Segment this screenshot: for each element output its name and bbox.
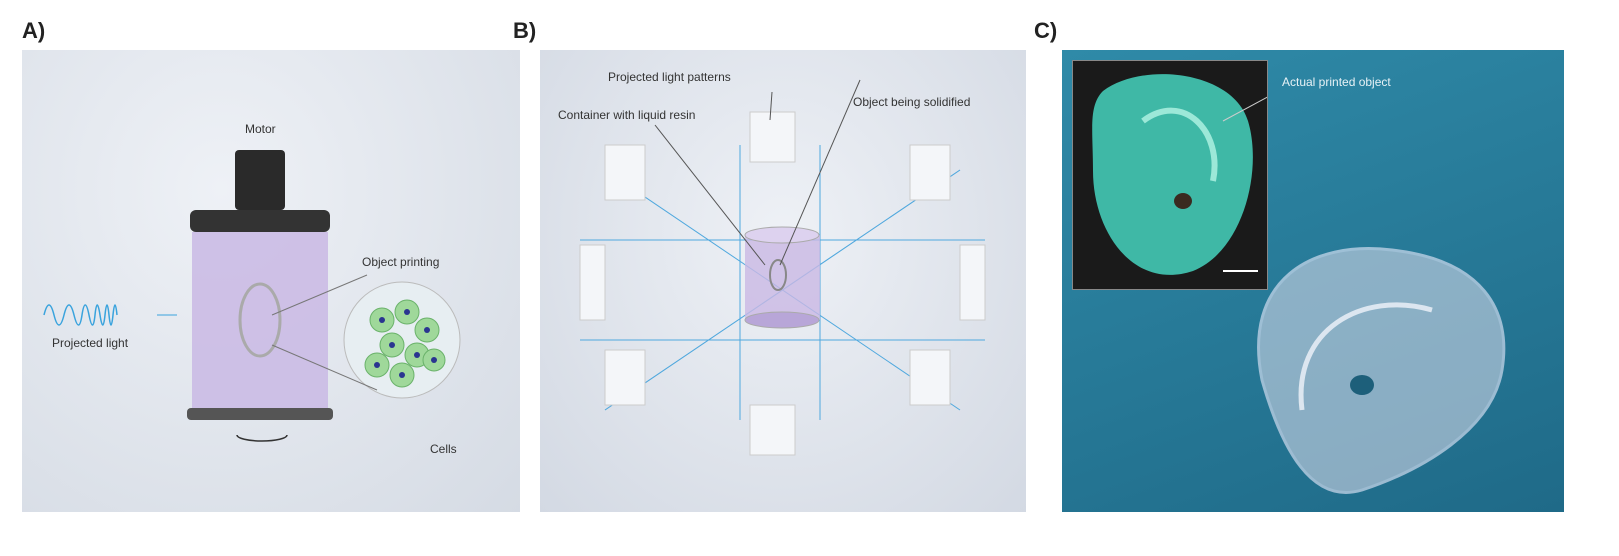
rotation-arrow-icon bbox=[236, 434, 288, 442]
object-printing-label: Object printing bbox=[362, 255, 440, 269]
printed-ear-photo bbox=[1257, 247, 1506, 494]
actual-printed-label: Actual printed object bbox=[1282, 75, 1391, 89]
printer-illustration bbox=[43, 150, 461, 442]
panel-a-label: A) bbox=[22, 18, 46, 43]
cells-label: Cells bbox=[430, 442, 457, 456]
ear-icon bbox=[238, 282, 282, 358]
container-label: Container with liquid resin bbox=[558, 108, 696, 122]
resin-cylinder bbox=[745, 235, 820, 320]
patterns-label: Projected light patterns bbox=[608, 70, 731, 84]
inset-photo bbox=[1072, 60, 1268, 290]
panel-c: Actual printed object bbox=[1062, 50, 1564, 512]
panel-b: Projected light patterns Container with … bbox=[540, 50, 1026, 512]
resin-container bbox=[192, 232, 328, 412]
motor-icon bbox=[235, 150, 285, 210]
object-label: Object being solidified bbox=[853, 95, 971, 109]
panel-b-label: B) bbox=[513, 18, 537, 43]
motor-label: Motor bbox=[245, 122, 276, 136]
inset-ear bbox=[1092, 74, 1267, 275]
projected-light-label: Projected light bbox=[52, 336, 129, 350]
projection-illustration bbox=[579, 79, 986, 456]
projection-planes bbox=[579, 111, 986, 456]
light-wave-icon bbox=[43, 304, 118, 326]
panel-a: Motor Object printing Projected light Ce… bbox=[22, 50, 520, 512]
ear-icon bbox=[769, 259, 787, 291]
panel-c-label: C) bbox=[1034, 18, 1058, 43]
